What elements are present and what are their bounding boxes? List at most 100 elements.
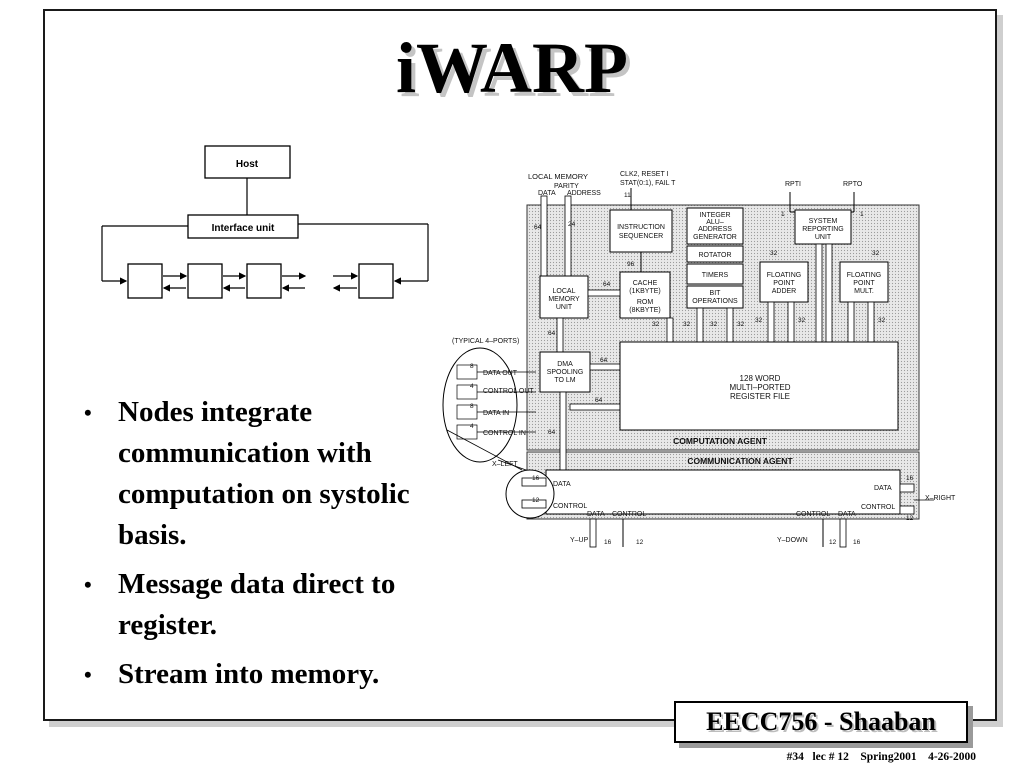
svg-text:LOCAL: LOCAL: [553, 288, 576, 295]
svg-text:UNIT: UNIT: [556, 304, 573, 311]
svg-text:ADDRESS: ADDRESS: [698, 226, 732, 233]
node-box-3: [246, 263, 282, 299]
svg-text:BIT: BIT: [710, 290, 722, 297]
svg-text:32: 32: [755, 317, 763, 324]
svg-text:CONTROL: CONTROL: [796, 511, 830, 518]
svg-text:RPTI: RPTI: [785, 181, 801, 188]
svg-text:64: 64: [548, 429, 556, 436]
svg-text:POINT: POINT: [853, 280, 875, 287]
svg-text:(TYPICAL 4–PORTS): (TYPICAL 4–PORTS): [452, 338, 519, 345]
svg-text:DATA: DATA: [874, 485, 892, 492]
svg-text:4: 4: [470, 383, 474, 390]
svg-text:CONTROL: CONTROL: [612, 511, 646, 518]
svg-text:MEMORY: MEMORY: [548, 296, 580, 303]
register-file-box: [619, 341, 899, 431]
svg-text:1: 1: [860, 211, 864, 218]
svg-text:8: 8: [470, 363, 474, 370]
svg-text:11: 11: [624, 192, 631, 199]
bit-operations-box: [686, 285, 744, 309]
svg-text:REPORTING: REPORTING: [802, 226, 844, 233]
local-memory-label: LOCAL MEMORY: [528, 172, 588, 181]
svg-text:CLK2, RESET I: CLK2, RESET I: [620, 171, 669, 178]
svg-text:TO LM: TO LM: [554, 377, 575, 384]
system-reporting-unit-box: [794, 209, 852, 245]
svg-text:STAT(0:1), FAIL T: STAT(0:1), FAIL T: [620, 180, 676, 187]
svg-text:RPTO: RPTO: [843, 181, 863, 188]
node-box-2: [187, 263, 223, 299]
svg-text:8: 8: [470, 403, 474, 410]
svg-text:X–RIGHT: X–RIGHT: [925, 495, 956, 502]
svg-text:DATA OUT: DATA OUT: [483, 370, 518, 377]
svg-text:ROM: ROM: [637, 299, 654, 306]
integer-alu-box: [686, 207, 744, 245]
svg-text:PARITY: PARITY: [554, 183, 579, 190]
communication-inner-box: [545, 469, 901, 515]
svg-text:INTEGER: INTEGER: [699, 212, 730, 219]
svg-text:DATA: DATA: [553, 481, 571, 488]
course-footer-box: EECC756 - Shaaban: [674, 701, 968, 743]
svg-text:16: 16: [906, 475, 914, 482]
svg-text:32: 32: [770, 250, 778, 257]
bullet-item: •Nodes integrate communication with comp…: [80, 392, 480, 556]
slide-title: iWARP: [396, 28, 628, 108]
fp-multiplier-box: [839, 261, 889, 303]
lecture-meta: #34 lec # 12 Spring2001 4-26-2000: [786, 751, 976, 763]
svg-text:TIMERS: TIMERS: [702, 272, 729, 279]
svg-text:REGISTER FILE: REGISTER FILE: [730, 392, 790, 401]
svg-text:(1KBYTE): (1KBYTE): [629, 288, 661, 295]
svg-text:32: 32: [710, 321, 718, 328]
svg-text:12: 12: [532, 497, 540, 504]
bullet-item: •Stream into memory.: [80, 654, 480, 695]
svg-text:Y–DOWN: Y–DOWN: [777, 537, 808, 544]
svg-text:64: 64: [595, 397, 603, 404]
timers-box: [686, 263, 744, 285]
svg-text:SEQUENCER: SEQUENCER: [619, 233, 663, 240]
fp-adder-box: [759, 261, 809, 303]
svg-text:128 WORD: 128 WORD: [740, 374, 781, 383]
x-left-port-circle: [505, 469, 555, 519]
local-memory-unit-box: [539, 275, 589, 319]
svg-text:X–LEFT: X–LEFT: [492, 461, 518, 468]
svg-text:SPOOLING: SPOOLING: [547, 369, 584, 376]
svg-text:UNIT: UNIT: [815, 234, 832, 241]
svg-text:CONTROL OUT: CONTROL OUT: [483, 388, 534, 395]
bullet-marker: •: [84, 572, 92, 597]
rotator-box: [686, 245, 744, 263]
communication-agent-label: COMMUNICATION AGENT: [687, 456, 793, 466]
svg-text:OPERATIONS: OPERATIONS: [692, 298, 738, 305]
interface-unit-label: Interface unit: [212, 223, 275, 234]
svg-text:CACHE: CACHE: [633, 280, 658, 287]
svg-text:16: 16: [853, 539, 861, 546]
network-diagram: Host Interface unit: [101, 145, 429, 299]
svg-text:CONTROL: CONTROL: [553, 503, 587, 510]
computation-agent-label: COMPUTATION AGENT: [673, 436, 768, 446]
svg-text:4: 4: [470, 423, 474, 430]
svg-text:12: 12: [829, 539, 837, 546]
svg-text:64: 64: [600, 357, 608, 364]
svg-text:ALU–: ALU–: [706, 219, 724, 226]
svg-text:DATA: DATA: [587, 511, 605, 518]
svg-text:64: 64: [534, 224, 542, 231]
svg-text:SYSTEM: SYSTEM: [809, 218, 838, 225]
bullet-list: •Nodes integrate communication with comp…: [80, 392, 480, 703]
svg-text:32: 32: [737, 321, 745, 328]
svg-text:12: 12: [636, 539, 644, 546]
svg-text:64: 64: [603, 281, 611, 288]
svg-text:32: 32: [683, 321, 691, 328]
svg-text:24: 24: [568, 221, 576, 228]
svg-text:FLOATING: FLOATING: [847, 272, 881, 279]
cache-rom-box: [619, 271, 671, 319]
svg-text:DATA IN: DATA IN: [483, 410, 509, 417]
svg-text:96: 96: [627, 261, 635, 268]
svg-text:INSTRUCTION: INSTRUCTION: [617, 224, 665, 231]
bullet-marker: •: [84, 662, 92, 687]
svg-text:MULTI–PORTED: MULTI–PORTED: [729, 383, 790, 392]
svg-text:CONTROL IN: CONTROL IN: [483, 430, 526, 437]
svg-text:DATA: DATA: [838, 511, 856, 518]
svg-text:ADDER: ADDER: [772, 288, 797, 295]
svg-text:64: 64: [548, 330, 556, 337]
svg-text:16: 16: [532, 475, 540, 482]
svg-text:32: 32: [878, 317, 886, 324]
svg-text:DATA: DATA: [538, 190, 556, 197]
